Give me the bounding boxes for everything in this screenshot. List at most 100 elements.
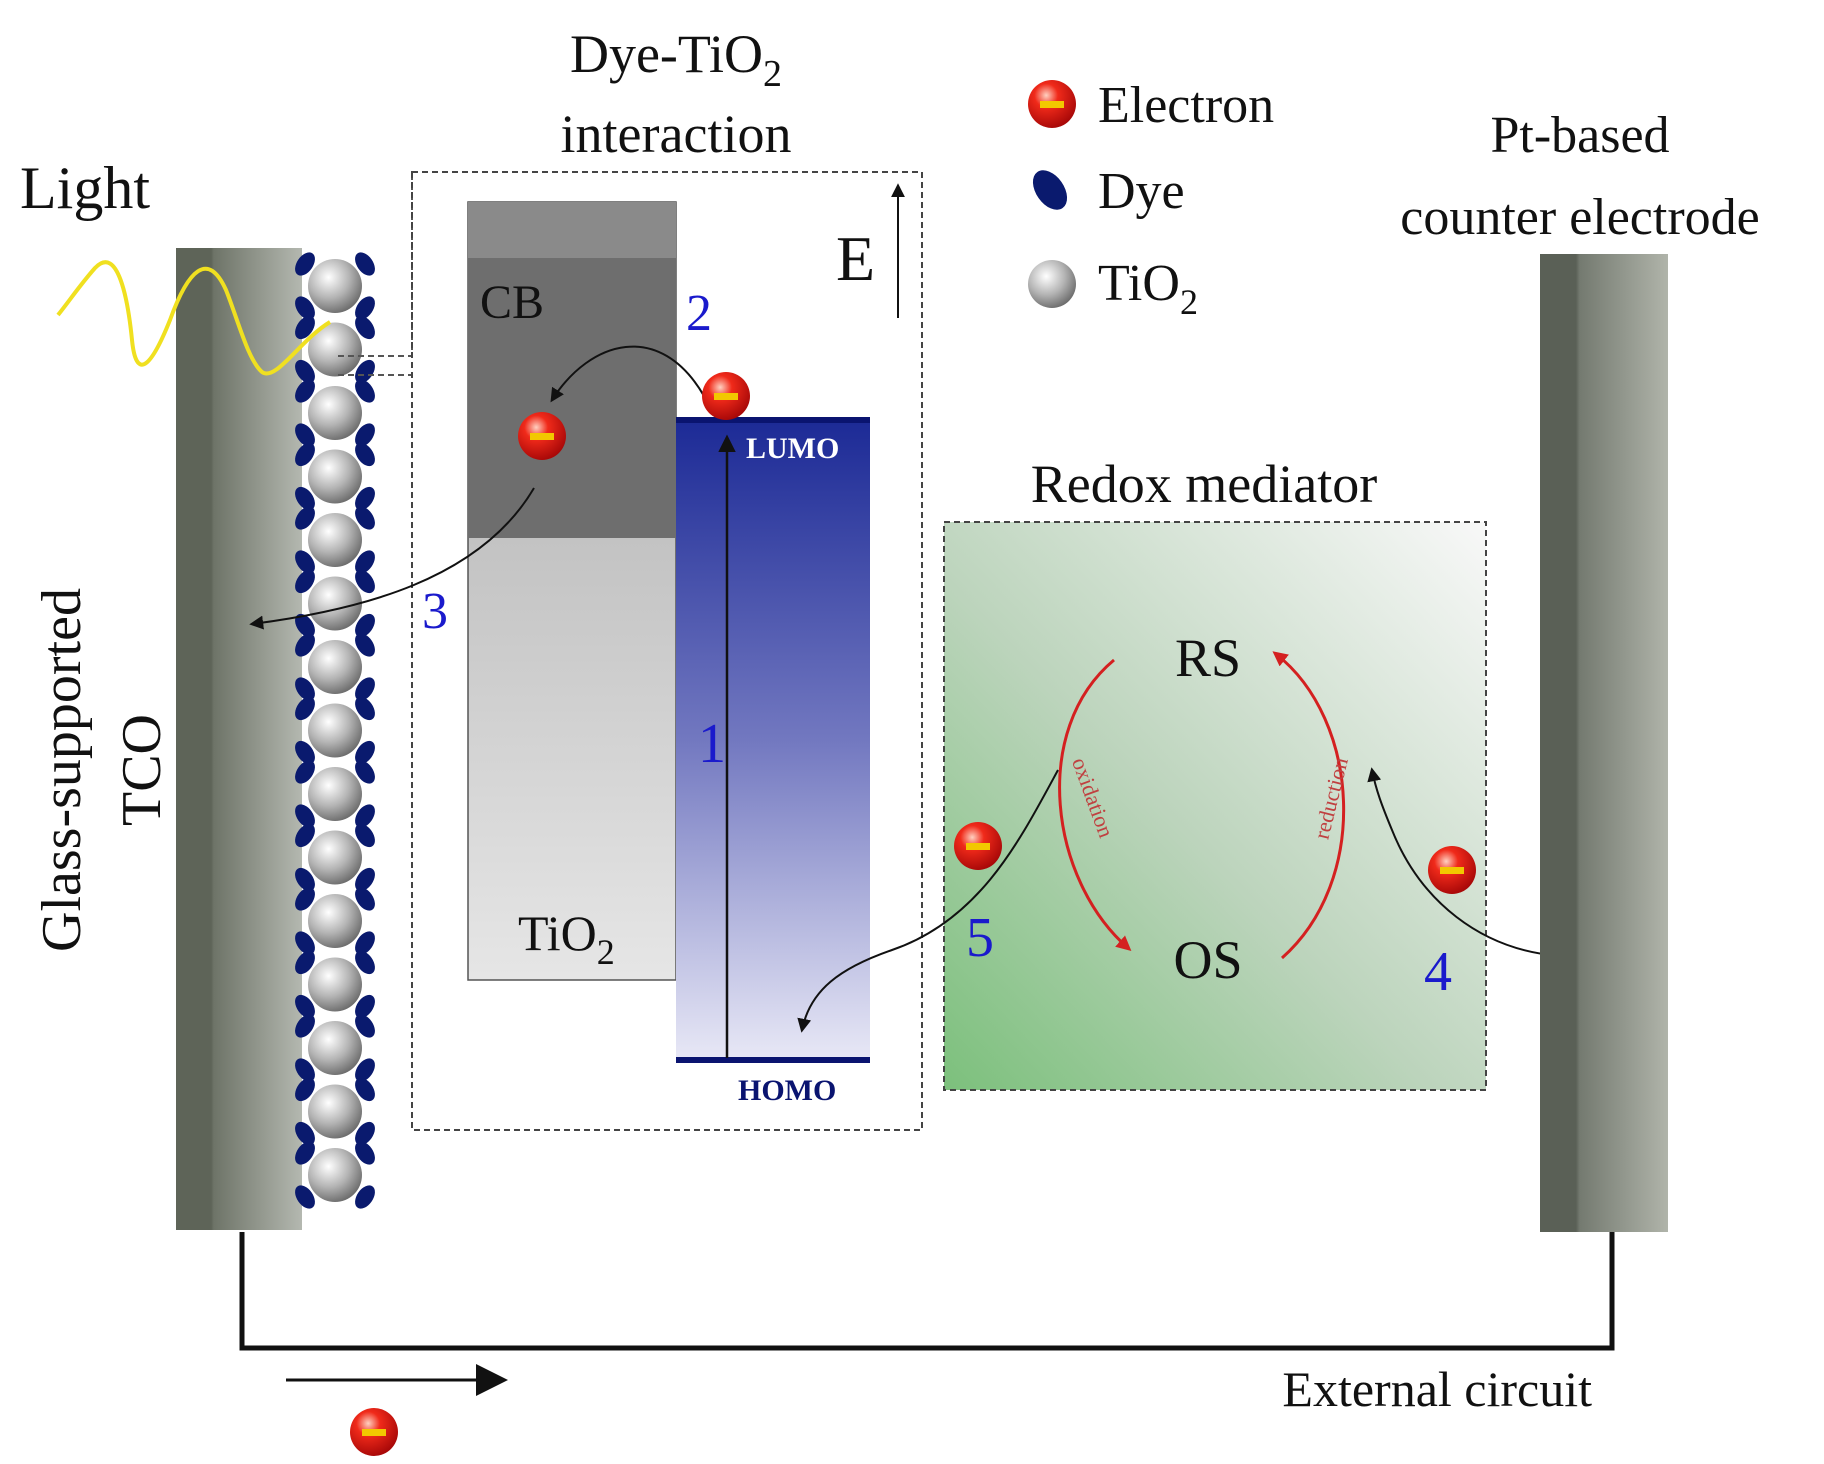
dye-molecule — [295, 931, 315, 955]
tio2-particle — [308, 703, 362, 758]
reduction-arrow — [1272, 651, 1345, 960]
tio2-particle — [308, 894, 362, 948]
light-label: Light — [20, 155, 150, 221]
dye-molecule — [295, 633, 315, 657]
interaction-label: interaction — [561, 104, 792, 164]
tio2-particle — [308, 386, 362, 440]
dye-energy-block — [676, 420, 870, 1060]
dye-molecule — [295, 867, 315, 892]
dye-molecule — [355, 613, 375, 638]
dye-molecule — [295, 1077, 315, 1102]
legend-electron-label: Electron — [1098, 77, 1274, 134]
tio2-particle — [308, 830, 362, 885]
dye-molecule — [295, 823, 315, 848]
redox-mediator-title: Redox mediator — [1031, 454, 1377, 514]
legend-tio2-label: TiO2 — [1098, 255, 1198, 322]
dye-molecule — [355, 1014, 375, 1038]
dye-molecule — [355, 740, 375, 765]
dye-molecule — [295, 442, 315, 467]
dye-molecule — [295, 740, 315, 765]
dye-molecule — [295, 1058, 315, 1082]
dye-molecule — [355, 486, 375, 511]
dye-molecule — [295, 696, 315, 721]
dye-molecule — [295, 677, 315, 701]
dye-molecule — [295, 760, 315, 784]
step-5-label: 5 — [966, 907, 994, 969]
external-flow-arrow-head — [476, 1364, 508, 1396]
step-2-label: 2 — [686, 285, 712, 342]
dye-molecule — [355, 569, 375, 594]
dye-molecule — [355, 1077, 375, 1102]
legend-dye-label: Dye — [1098, 163, 1185, 220]
lumo-label: LUMO — [746, 432, 839, 465]
dye-molecule — [355, 1058, 375, 1082]
electron-icon — [954, 822, 1002, 870]
cb-label: CB — [480, 276, 544, 329]
injection-arrow — [550, 345, 705, 403]
tio2-particle — [308, 259, 362, 313]
dye-tio2-chain — [295, 252, 375, 1209]
dye-molecule — [295, 423, 315, 447]
electron-icon — [350, 1408, 398, 1456]
oxidation-arrow — [1058, 658, 1132, 951]
redox-mediator-box — [943, 521, 1487, 1091]
dye-molecule — [295, 315, 315, 340]
dye-molecule — [355, 550, 375, 574]
tio2-particle — [308, 1021, 362, 1075]
dye-molecule — [355, 677, 375, 701]
dye-molecule — [355, 506, 375, 530]
tio2-particle — [308, 767, 362, 821]
tio2-particle — [308, 1084, 362, 1139]
energy-label: E — [836, 223, 875, 294]
dye-molecule — [295, 994, 315, 1019]
electron-icon — [702, 372, 750, 420]
dye-tio2-title: Dye-TiO2 — [570, 24, 782, 95]
dye-molecule — [355, 994, 375, 1019]
dye-molecule — [295, 379, 315, 403]
tio2-particle — [308, 640, 362, 694]
tio2-particle — [308, 322, 362, 377]
dye-molecule — [355, 823, 375, 848]
dye-molecule — [295, 569, 315, 594]
dye-molecule — [355, 804, 375, 828]
dye-molecule — [355, 359, 375, 384]
dye-molecule — [355, 252, 375, 276]
dye-molecule — [355, 423, 375, 447]
tio2-particle — [308, 513, 362, 567]
dye-molecule — [355, 1141, 375, 1165]
rs-label: RS — [1175, 628, 1241, 688]
dye-molecule — [355, 931, 375, 955]
tco-label-line1: Glass-supported — [31, 588, 93, 952]
counter-electrode-label-line2: counter electrode — [1400, 189, 1759, 246]
legend-dye-icon — [1032, 170, 1068, 210]
tco-electrode — [176, 248, 302, 1230]
step-3-label: 3 — [422, 583, 448, 640]
tio2-particle — [308, 957, 362, 1012]
external-circuit-label: External circuit — [1282, 1361, 1592, 1417]
step-4-label: 4 — [1424, 941, 1452, 1003]
dye-molecule — [355, 296, 375, 320]
dye-molecule — [295, 1121, 315, 1146]
os-label: OS — [1173, 930, 1242, 990]
dye-molecule — [295, 359, 315, 384]
electron-icon — [518, 412, 566, 460]
dye-molecule — [355, 379, 375, 403]
counter-transfer-arrow — [1367, 767, 1561, 957]
counter-electrode — [1540, 254, 1668, 1232]
dye-molecule — [355, 760, 375, 784]
dye-molecule — [295, 887, 315, 911]
legend-electron-icon — [1028, 80, 1076, 128]
step-1-label: 1 — [698, 713, 726, 775]
dye-molecule — [355, 696, 375, 721]
dye-molecule — [295, 1185, 315, 1209]
dye-molecule — [355, 867, 375, 892]
dye-molecule — [355, 442, 375, 467]
tio2-band-label: TiO2 — [518, 905, 615, 972]
dye-molecule — [295, 486, 315, 511]
counter-electrode-label-line1: Pt-based — [1490, 107, 1669, 164]
dye-molecule — [295, 1014, 315, 1038]
dye-molecule — [295, 804, 315, 828]
dye-molecule — [355, 887, 375, 911]
homo-label: HOMO — [738, 1074, 836, 1107]
